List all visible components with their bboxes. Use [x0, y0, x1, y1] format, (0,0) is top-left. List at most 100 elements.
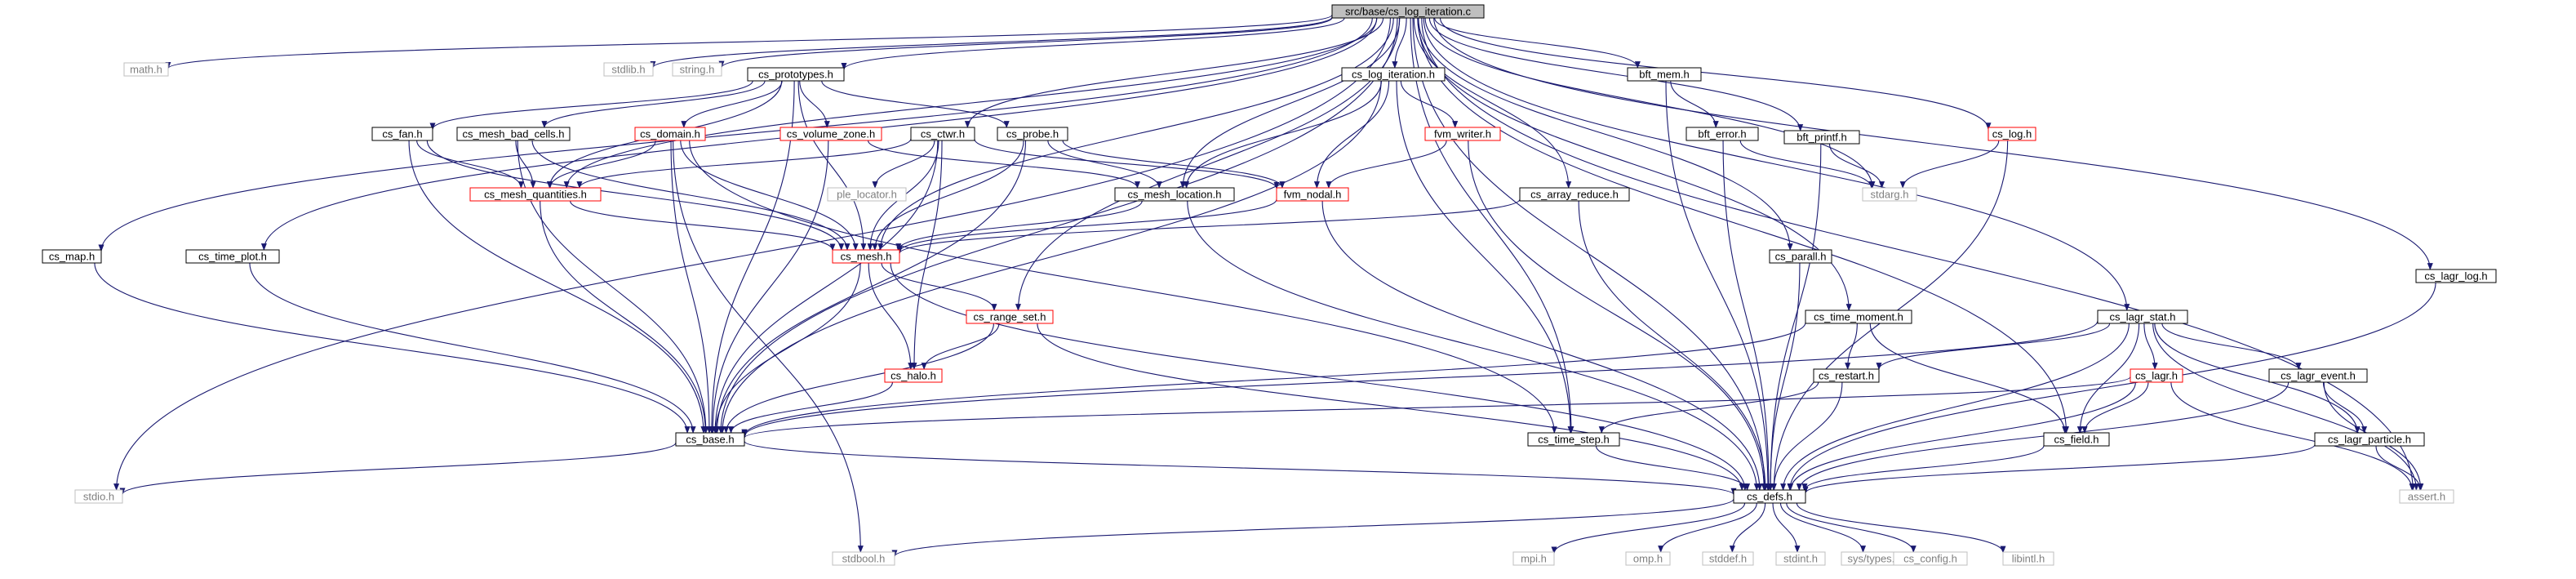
node-cs_log[interactable]: cs_log.h: [1988, 127, 2036, 141]
node-cs_domain[interactable]: cs_domain.h: [634, 127, 706, 141]
edge-fvm_writer-to-fvm_nodal: [1326, 140, 1447, 189]
edge-mesh_bad_cells-to-cs_base: [517, 140, 709, 434]
node-cs_base[interactable]: cs_base.h: [675, 432, 745, 447]
node-cs_restart[interactable]: cs_restart.h: [1813, 368, 1880, 383]
node-cs_map[interactable]: cs_map.h: [42, 249, 102, 264]
node-log_iteration[interactable]: cs_log_iteration.h: [1341, 67, 1446, 82]
edge-prototypes-to-mesh_bad_cells: [541, 80, 766, 128]
edge-cs_domain-to-cs_base: [670, 140, 713, 434]
node-cs_lagr[interactable]: cs_lagr.h: [2130, 368, 2183, 383]
edge-lagr_stat-to-cs_field: [2076, 323, 2140, 434]
node-stdint: stdint.h: [1775, 551, 1826, 566]
node-array_reduce[interactable]: cs_array_reduce.h: [1519, 187, 1630, 202]
node-label-cs_halo: cs_halo.h: [890, 370, 936, 382]
node-label-prototypes: cs_prototypes.h: [758, 69, 833, 81]
node-label-cs_mesh: cs_mesh.h: [841, 251, 892, 263]
node-label-string: string.h: [680, 64, 715, 76]
node-prototypes[interactable]: cs_prototypes.h: [747, 67, 845, 82]
node-fvm_writer[interactable]: fvm_writer.h: [1424, 127, 1501, 141]
node-box-mesh_location: [1114, 187, 1235, 202]
node-lagr_stat[interactable]: cs_lagr_stat.h: [2097, 310, 2188, 324]
node-label-time_step: cs_time_step.h: [1538, 434, 1609, 446]
edge-lagr_stat-to-cs_base: [741, 320, 2099, 438]
edge-cs_fan-to-cs_base: [408, 140, 707, 434]
node-bft_mem[interactable]: bft_mem.h: [1627, 67, 1702, 82]
edge-cs_domain-to-time_step: [689, 140, 1557, 434]
edge-cs_fan-to-cs_mesh: [426, 140, 845, 251]
edge-root-to-cs_base: [717, 17, 1398, 434]
edge-lagr_stat-to-cs_defs: [1780, 323, 2130, 491]
edge-lagr_stat-to-assert: [2152, 323, 2419, 491]
node-time_moment[interactable]: cs_time_moment.h: [1805, 310, 1912, 324]
node-lagr_log[interactable]: cs_lagr_log.h: [2415, 269, 2497, 283]
edge-cs_lagr-to-cs_base: [741, 376, 2131, 439]
edge-ctwr-to-cs_base: [712, 140, 939, 434]
node-root[interactable]: src/base/cs_log_iteration.c: [1331, 4, 1485, 19]
node-box-cs_lagr: [2130, 368, 2183, 383]
node-label-cs_map: cs_map.h: [49, 251, 95, 263]
node-mesh_quantities[interactable]: cs_mesh_quantities.h: [469, 187, 602, 202]
edge-prototypes-to-volume_zone: [799, 80, 830, 128]
edge-root-to-stdarg: [1424, 17, 1876, 189]
node-time_step[interactable]: cs_time_step.h: [1527, 432, 1620, 447]
edge-bft_error-to-cs_defs: [1722, 140, 1772, 491]
edge-mesh_quantities-to-cs_mesh: [570, 200, 836, 252]
edge-root-to-array_reduce: [1413, 17, 1572, 189]
edge-lagr_particle-to-assert: [2375, 445, 2423, 491]
node-box-libintl: [2002, 551, 2054, 566]
node-bft_printf[interactable]: bft_printf.h: [1783, 130, 1860, 145]
edge-root-to-stdlib: [650, 16, 1333, 69]
node-range_set[interactable]: cs_range_set.h: [966, 310, 1054, 324]
edge-cs_defs-to-cs_config: [1786, 502, 1916, 553]
node-box-cs_restart: [1813, 368, 1880, 383]
edge-cs_lagr-to-cs_field: [2081, 381, 2149, 434]
node-box-stdarg: [1862, 187, 1917, 202]
node-lagr_event[interactable]: cs_lagr_event.h: [2268, 368, 2368, 383]
edge-ctwr-to-cs_halo: [911, 140, 943, 370]
edge-cs_mesh-to-cs_base: [713, 262, 861, 434]
node-label-fvm_writer: fvm_writer.h: [1434, 128, 1491, 140]
node-stdlib: stdlib.h: [603, 62, 654, 77]
edge-prototypes-to-probe: [821, 80, 1010, 128]
node-mesh_location[interactable]: cs_mesh_location.h: [1114, 187, 1235, 202]
edge-root-to-prototypes: [841, 17, 1345, 70]
edge-cs_base-to-cs_defs: [744, 440, 1737, 496]
node-cs_defs[interactable]: cs_defs.h: [1733, 489, 1806, 504]
node-cs_halo[interactable]: cs_halo.h: [884, 368, 943, 383]
node-label-assert: assert.h: [2408, 491, 2445, 503]
edge-time_moment-to-cs_base: [741, 322, 1806, 437]
node-cs_field[interactable]: cs_field.h: [2043, 432, 2110, 447]
edge-mesh_quantities-to-cs_base: [540, 200, 708, 434]
node-label-root: src/base/cs_log_iteration.c: [1345, 6, 1471, 18]
node-box-prototypes: [747, 67, 845, 82]
node-cs_fan[interactable]: cs_fan.h: [371, 127, 433, 141]
node-label-cs_field: cs_field.h: [2054, 434, 2099, 446]
edge-prototypes-to-cs_fan: [429, 80, 753, 131]
node-lagr_particle[interactable]: cs_lagr_particle.h: [2314, 432, 2425, 447]
node-cs_mesh[interactable]: cs_mesh.h: [832, 249, 900, 264]
node-box-stdio: [74, 489, 123, 504]
node-label-cs_base: cs_base.h: [686, 434, 734, 446]
edge-root-to-assert: [1421, 17, 2416, 491]
edge-cs_defs-to-stdint: [1772, 502, 1801, 553]
node-ctwr[interactable]: cs_ctwr.h: [910, 127, 975, 141]
node-box-assert: [2399, 489, 2454, 504]
edge-root-to-stdio: [113, 17, 1391, 491]
node-fvm_nodal[interactable]: fvm_nodal.h: [1276, 187, 1349, 202]
node-box-cs_parall: [1769, 249, 1832, 264]
edge-array_reduce-to-cs_mesh: [896, 198, 1521, 255]
node-probe[interactable]: cs_probe.h: [997, 127, 1068, 141]
node-mesh_bad_cells[interactable]: cs_mesh_bad_cells.h: [456, 127, 571, 141]
edge-cs_defs-to-libintl: [1796, 502, 2006, 554]
edge-volume_zone-to-mesh_location: [867, 140, 1140, 189]
node-box-cs_defs: [1733, 489, 1806, 504]
node-box-lagr_particle: [2314, 432, 2425, 447]
node-cs_parall[interactable]: cs_parall.h: [1769, 249, 1832, 264]
node-label-omp: omp.h: [1633, 553, 1663, 565]
node-time_plot[interactable]: cs_time_plot.h: [185, 249, 280, 264]
edge-time_plot-to-cs_base: [249, 262, 696, 434]
node-bft_error[interactable]: bft_error.h: [1686, 127, 1759, 141]
node-string: string.h: [672, 62, 722, 77]
node-box-stdlib: [603, 62, 654, 77]
node-volume_zone[interactable]: cs_volume_zone.h: [779, 127, 882, 141]
